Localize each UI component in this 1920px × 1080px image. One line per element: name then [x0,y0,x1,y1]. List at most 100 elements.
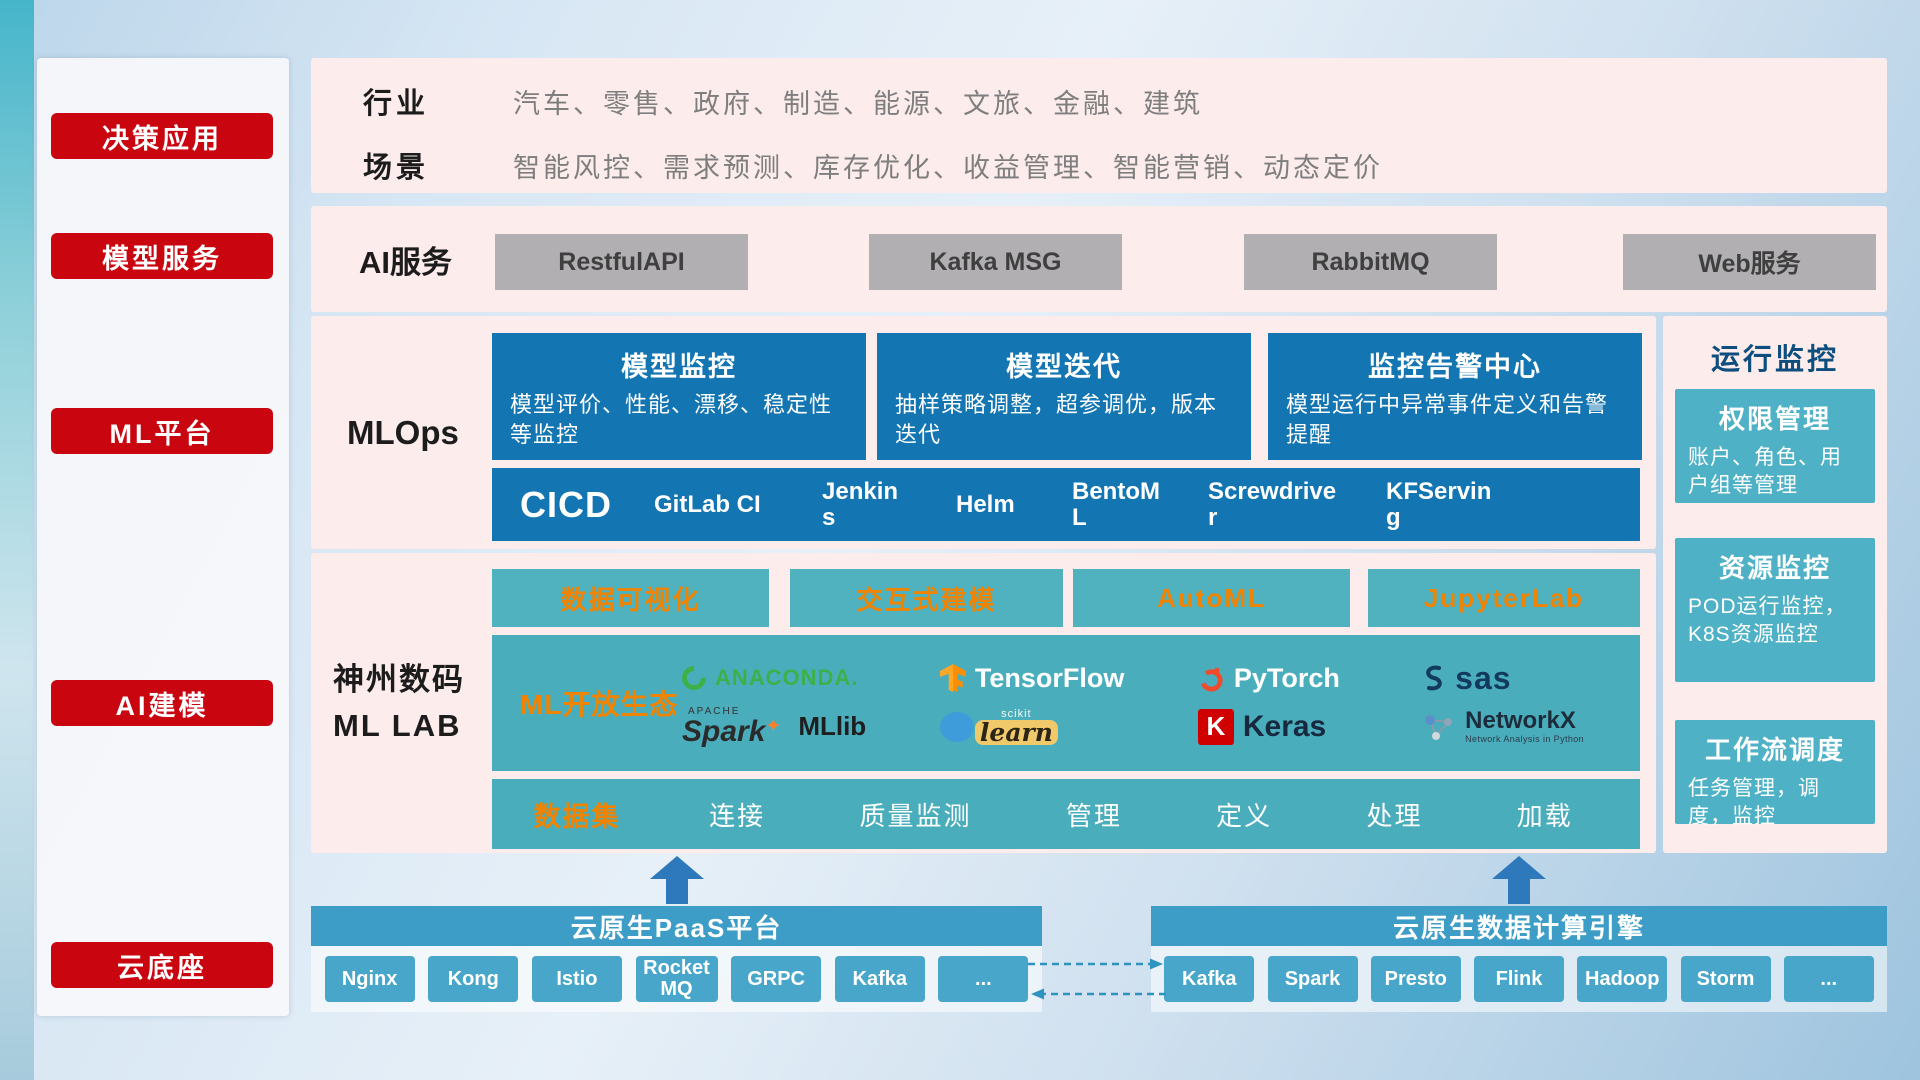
tool-interactive-modeling: 交互式建模 [790,569,1063,627]
pytorch-logo: PyTorch [1198,663,1422,694]
paas-components-strip: Nginx Kong Istio RocketMQ GRPC Kafka ... [311,946,1042,1012]
dataset-process: 处理 [1366,800,1423,831]
rail-item-decision-apps: 决策应用 [51,113,273,159]
up-arrow-icon [1492,856,1546,904]
chip-presto: Presto [1370,956,1461,1002]
chip-kafka2: Kafka [1164,956,1255,1002]
tensorflow-icon [939,664,966,692]
runtime-monitoring-panel: 运行监控 权限管理 账户、角色、用户组等管理 资源监控 POD运行监控，K8S资… [1663,316,1887,853]
card-desc: 模型运行中异常事件定义和告警提醒 [1286,392,1609,448]
chip-kong: Kong [428,956,519,1002]
pytorch-icon [1200,667,1223,692]
rail-item-ai-modeling: AI建模 [51,680,273,726]
model-monitoring-card: 模型监控 模型评价、性能、漂移、稳定性等监控 [492,333,866,460]
learn-text: learn [974,719,1058,745]
sas-wordmark: sas [1455,659,1512,696]
ml-lab-label-line2: ML LAB [333,708,462,743]
dataset-bar: 数据集 连接 质量监测 管理 定义 处理 加载 [492,779,1640,849]
chip-more2: ... [1783,956,1874,1002]
rail-item-cloud-base: 云底座 [51,942,273,988]
chip-more: ... [938,956,1029,1002]
card-title: 资源监控 [1718,553,1831,583]
industry-scenario-panel: 行业 汽车、零售、政府、制造、能源、文旅、金融、建筑 场景 智能风控、需求预测、… [311,58,1887,193]
scenario-value: 智能风控、需求预测、库存优化、收益管理、智能营销、动态定价 [513,153,1383,183]
ml-ecosystem-box: ML开放生态 ANACONDA. TensorFlow [492,635,1640,771]
chip-rocketmq: RocketMQ [635,956,718,1002]
mllib-text: MLlib [798,711,867,741]
scikit-text: scikit [1001,707,1032,720]
spark-text: Spark [682,714,766,748]
rail-item-model-services: 模型服务 [51,233,273,279]
card-title: 监控告警中心 [1368,352,1542,382]
spark-star-icon: ✦ [765,715,782,737]
industry-label: 行业 [363,88,430,120]
scikit-learn-icon [939,711,974,742]
cicd-kfserving: KFServing [1386,478,1492,531]
dashed-exchange-arrows-icon [1028,958,1166,1000]
scenario-label: 场景 [363,152,430,184]
cicd-screwdriver: Screwdriver [1208,478,1337,531]
anaconda-logo: ANACONDA. [677,661,940,695]
anaconda-wordmark: ANACONDA. [715,665,859,690]
cicd-gitlab-ci: GitLab CI [654,490,761,518]
cicd-jenkins: Jenkins [822,478,899,531]
tool-automl: AutoML [1073,569,1350,627]
left-rail: 决策应用 模型服务 ML平台 AI建模 云底座 [37,58,289,1016]
cicd-bar: CICD GitLab CI Jenkins Helm BentoML Scre… [492,468,1640,541]
dataset-define: 定义 [1216,800,1273,831]
resource-monitoring-card: 资源监控 POD运行监控，K8S资源监控 [1675,538,1875,682]
card-desc: 抽样策略调整，超参调优，版本迭代 [895,392,1218,448]
industry-value: 汽车、零售、政府、制造、能源、文旅、金融、建筑 [513,89,1203,119]
spark-mllib-logo: APACHE Spark✦ MLlib [682,705,940,748]
networkx-icon [1425,714,1453,740]
ai-service-label: AI服务 [359,244,452,280]
data-engine-bar: 云原生数据计算引擎 [1151,906,1887,946]
mlops-label: MLOps [347,413,459,451]
anaconda-icon [677,661,711,695]
chip-spark: Spark [1267,956,1358,1002]
ml-ecosystem-label: ML开放生态 [520,689,679,720]
pytorch-wordmark: PyTorch [1233,662,1340,693]
tensorflow-logo: TensorFlow [939,662,1198,694]
ai-service-panel: AI服务 RestfulAPI Kafka MSG RabbitMQ Web服务 [311,206,1887,312]
dataset-label: 数据集 [533,801,621,832]
chip-hadoop: Hadoop [1577,956,1668,1002]
dataset-quality: 质量监测 [859,800,972,831]
dataset-load: 加载 [1516,800,1573,831]
chip-nginx: Nginx [324,956,415,1002]
tool-data-visualization: 数据可视化 [492,569,769,627]
dataset-connect: 连接 [709,800,766,831]
chip-istio: Istio [531,956,622,1002]
card-title: 模型监控 [621,352,737,382]
ecosystem-logo-grid: ANACONDA. TensorFlow PyTorch [677,660,1640,748]
networkx-logo: NetworkX Network Analysis in Python [1422,707,1624,744]
chip-grpc: GRPC [731,956,822,1002]
cicd-helm: Helm [956,490,1015,518]
tensorflow-wordmark: TensorFlow [974,662,1125,693]
card-desc: 模型评价、性能、漂移、稳定性等监控 [510,392,833,448]
card-title: 模型迭代 [1006,352,1122,382]
sas-icon [1426,665,1442,691]
tool-jupyterlab: JupyterLab [1368,569,1640,627]
ml-lab-label-line1: 神州数码 [333,661,465,697]
service-kafka-msg: Kafka MSG [869,234,1122,290]
model-iteration-card: 模型迭代 抽样策略调整，超参调优，版本迭代 [877,333,1251,460]
keras-wordmark: Keras [1242,709,1327,743]
networkx-subtitle: Network Analysis in Python [1465,733,1585,744]
scikit-learn-logo: scikit learn [939,707,1198,745]
engine-components-strip: Kafka Spark Presto Flink Hadoop Storm ..… [1151,946,1887,1012]
spark-wordmark: APACHE Spark✦ [682,705,782,748]
networkx-wordmark: NetworkX [1465,707,1576,735]
sas-logo: sas [1422,660,1624,697]
ml-lab-label: 神州数码 ML LAB [333,553,465,853]
up-arrow-icon [650,856,704,904]
rail-item-ml-platform: ML平台 [51,408,273,454]
cicd-label: CICD [520,483,612,525]
spark-apache-text: APACHE [688,705,741,717]
dataset-manage: 管理 [1065,800,1122,831]
service-web: Web服务 [1623,234,1876,290]
card-desc: POD运行监控，K8S资源监控 [1688,595,1847,647]
ml-lab-panel: 神州数码 ML LAB 数据可视化 交互式建模 AutoML JupyterLa… [311,553,1656,853]
card-title: 工作流调度 [1704,735,1845,765]
